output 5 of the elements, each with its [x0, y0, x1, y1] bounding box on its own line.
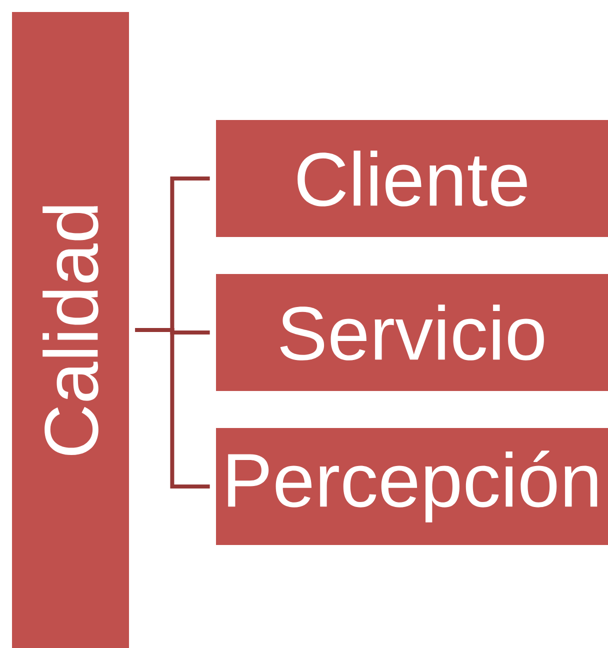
- vertical-bar: Calidad: [12, 12, 129, 648]
- connector-line: [135, 328, 210, 488]
- box: Percepción: [216, 428, 608, 545]
- box: Servicio: [216, 274, 608, 391]
- box: Cliente: [216, 120, 608, 237]
